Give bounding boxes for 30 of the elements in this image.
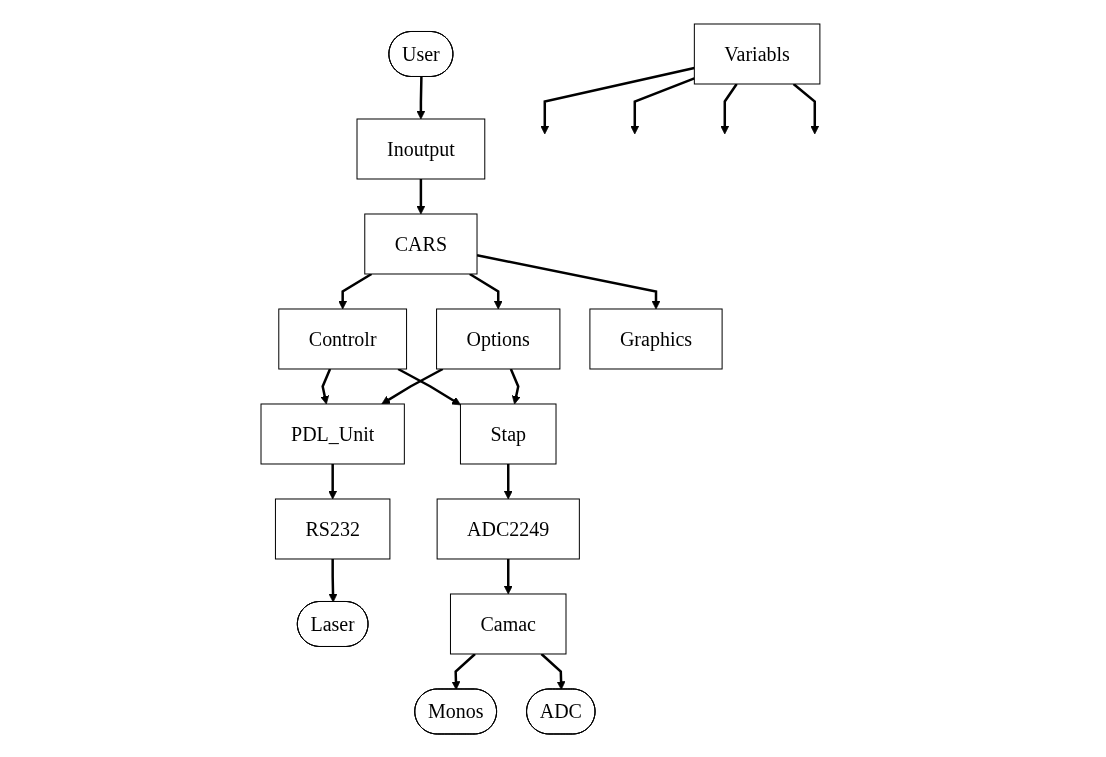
arrow (397, 367, 461, 405)
arrow (416, 178, 426, 214)
arrow (416, 76, 426, 119)
arrow (503, 463, 513, 499)
arrow (451, 652, 476, 690)
arrow (328, 558, 338, 602)
node-box: Camac (450, 593, 567, 654)
arrow (792, 82, 820, 134)
node-box: PDL_Unit (260, 403, 405, 464)
node-box: Stap (460, 403, 557, 464)
node-box: Graphics (589, 308, 723, 369)
arrow (720, 82, 738, 134)
arrow (320, 368, 332, 404)
node-box: CARS (364, 213, 478, 274)
arrow (509, 368, 521, 404)
arrow (338, 272, 373, 309)
node-box: ADC2249 (436, 498, 580, 559)
arrow (540, 66, 695, 134)
arrow (540, 652, 566, 690)
arrow (328, 463, 338, 499)
node-box: Inoutput (356, 118, 486, 179)
arrow (630, 76, 695, 134)
node-box: Variabls (693, 23, 821, 84)
node-box: RS232 (275, 498, 391, 559)
arrow (381, 367, 444, 404)
node-box: Options (436, 308, 561, 369)
node-box: Controlr (278, 308, 408, 369)
arrow (469, 272, 503, 309)
arrow (503, 558, 513, 594)
arrow (476, 253, 661, 309)
